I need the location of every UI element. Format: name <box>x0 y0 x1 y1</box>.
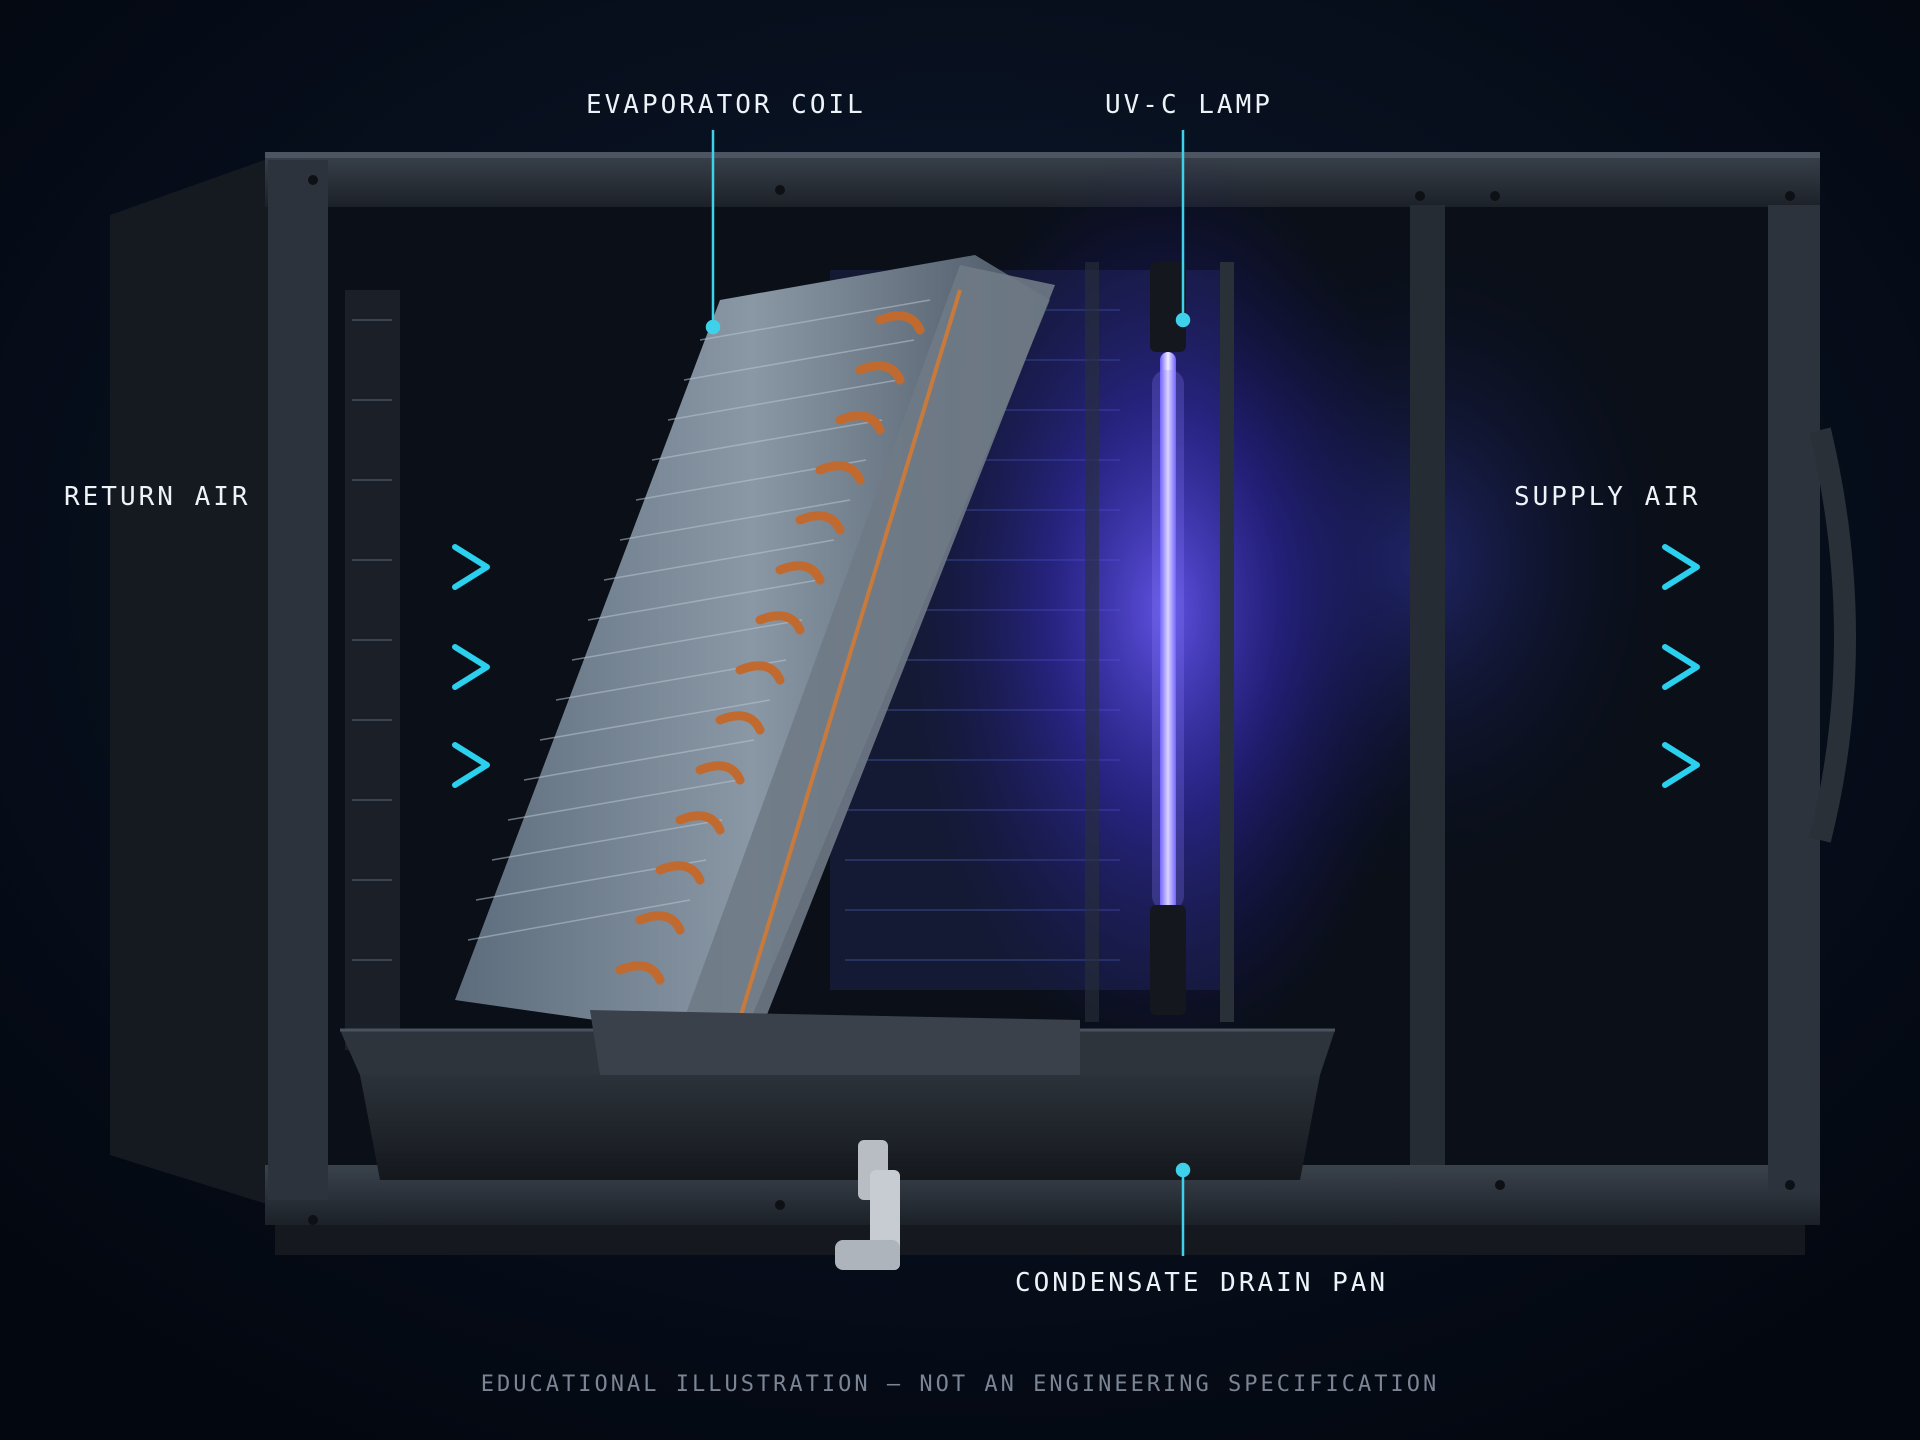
footer-disclaimer: EDUCATIONAL ILLUSTRATION — NOT AN ENGINE… <box>480 1372 1440 1397</box>
label-uvc-lamp: UV-C LAMP <box>1105 90 1273 120</box>
return-air-arrow <box>37 742 490 788</box>
return-air-arrows <box>37 544 490 788</box>
label-return-air: RETURN AIR <box>64 482 251 512</box>
leader-condensate-drain-pan <box>1175 1162 1191 1256</box>
supply-air-arrow <box>1477 544 1700 590</box>
evaporator-coil-shape <box>455 255 1080 1075</box>
leader-evaporator-coil <box>705 130 721 335</box>
leader-uvc-lamp <box>1175 130 1191 328</box>
return-air-arrow <box>37 644 490 690</box>
supply-air-arrows <box>1477 544 1700 788</box>
label-supply-air: SUPPLY AIR <box>1514 482 1701 512</box>
label-evaporator-coil: EVAPORATOR COIL <box>586 90 866 120</box>
uvc-lamp-shape <box>1085 262 1234 1022</box>
supply-air-arrow <box>1477 742 1700 788</box>
label-condensate-drain-pan: CONDENSATE DRAIN PAN <box>1015 1268 1389 1298</box>
leader-lines <box>705 130 1191 1256</box>
supply-air-arrow <box>1477 644 1700 690</box>
return-air-arrow <box>47 544 490 590</box>
